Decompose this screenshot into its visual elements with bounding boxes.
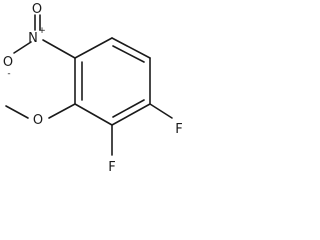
nitro-oxygen-left-charge: - <box>7 69 10 79</box>
fluorine-bottom-label: F <box>108 160 115 175</box>
nitro-oxygen-top-label: O <box>32 2 42 17</box>
bond-n-o-left <box>13 41 32 54</box>
methoxy-oxygen-label: O <box>33 113 43 128</box>
ring-bond-c4-c5 <box>111 103 151 126</box>
ring-bond-c2-c3 <box>111 37 151 59</box>
bond-c1-nitro-n <box>42 39 76 59</box>
ring-bond-c2-c3-inner <box>112 45 145 63</box>
fluorine-right-label: F <box>175 122 182 137</box>
nitro-nitrogen-label: N <box>28 31 38 46</box>
ring-bond-c1-c2 <box>74 37 113 59</box>
bond-o-methyl <box>5 105 29 119</box>
ring-bond-c4-c5-inner <box>112 99 145 118</box>
ring-bond-c5-c6 <box>74 103 113 126</box>
bond-c6-methoxy-o <box>48 103 76 119</box>
nitro-nitrogen-charge: + <box>38 26 46 36</box>
bond-c4-f <box>149 103 173 119</box>
nitro-oxygen-left-label: O <box>3 55 13 70</box>
chemical-structure: N + O O - O F F <box>3 2 183 175</box>
